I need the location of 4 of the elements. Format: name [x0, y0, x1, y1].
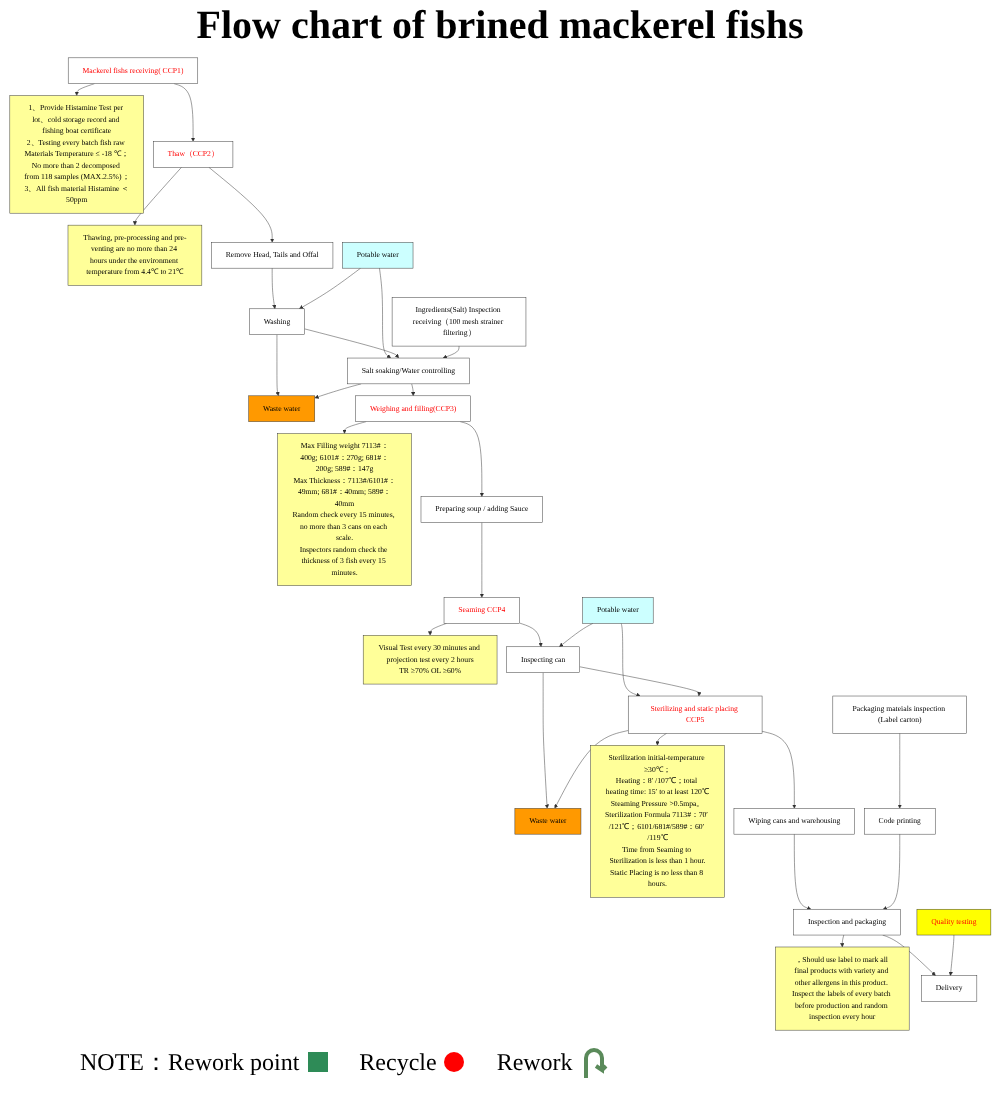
legend-label: Rework [496, 1047, 573, 1077]
diagram-title: Flow chart of brined mackerel fishs [194, 4, 806, 50]
legend-label: Recycle [359, 1047, 437, 1077]
legend-label: NOTE：Rework point [80, 1045, 300, 1079]
